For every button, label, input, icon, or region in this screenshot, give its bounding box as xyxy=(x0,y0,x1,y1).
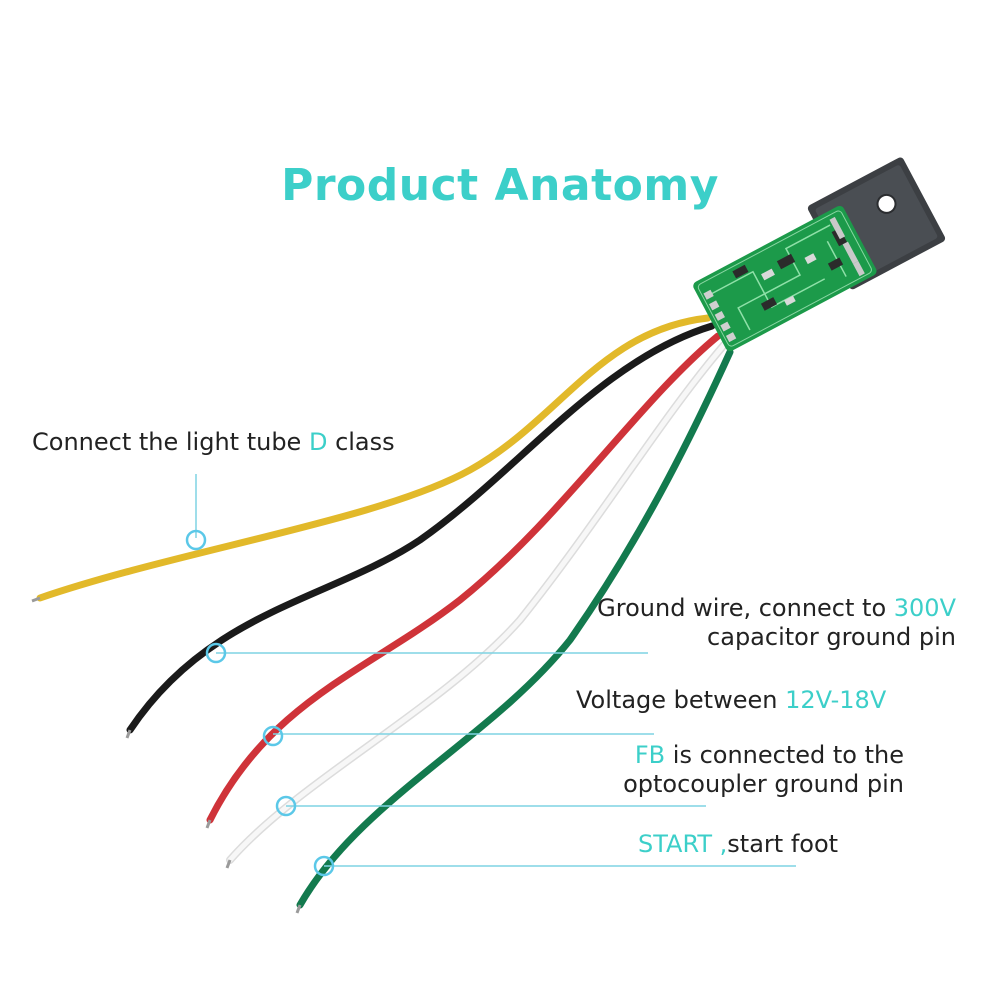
light-tube-marker xyxy=(185,529,207,551)
voltage-marker xyxy=(262,725,284,747)
green-wire-tip xyxy=(295,904,302,914)
fb-marker xyxy=(275,795,297,817)
fb-label: FB is connected to the optocoupler groun… xyxy=(623,741,904,798)
yellow-wire xyxy=(36,314,712,602)
ground-marker xyxy=(205,642,227,664)
ground-label: Ground wire, connect to 300V capacitor g… xyxy=(597,594,956,651)
voltage-label: Voltage between 12V-18V xyxy=(576,686,887,714)
red-wire-tip xyxy=(205,819,212,829)
green-wire xyxy=(296,348,734,909)
start-marker xyxy=(313,855,335,877)
light-tube-label: Connect the light tube D class xyxy=(32,428,395,456)
page-title: Product Anatomy xyxy=(281,160,719,211)
red-wire xyxy=(206,332,722,824)
black-wire-tip xyxy=(125,729,132,739)
start-label: START ,start foot xyxy=(638,830,839,858)
yellow-wire-tip xyxy=(31,596,41,603)
pcb-board xyxy=(693,205,877,352)
black-wire xyxy=(126,322,716,734)
white-wire-tip xyxy=(225,859,232,869)
